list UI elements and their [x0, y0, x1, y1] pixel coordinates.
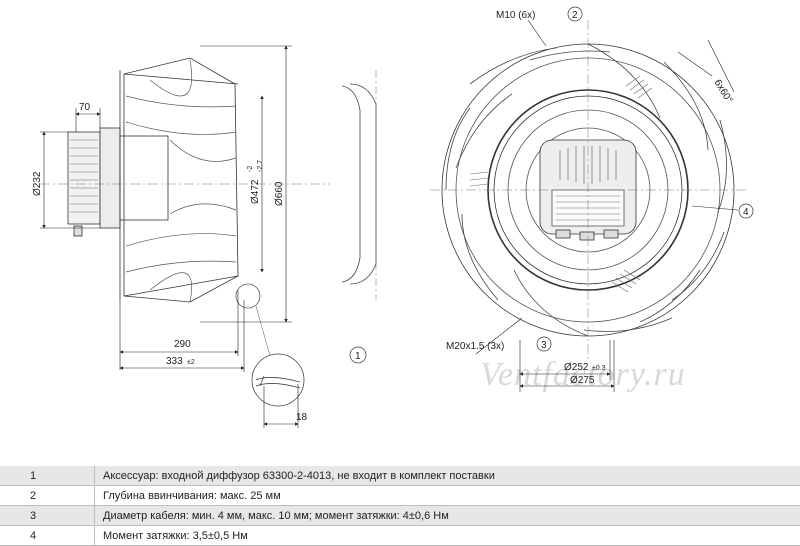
legend-text: Диаметр кабеля: мин. 4 мм, макс. 10 мм; …	[95, 506, 800, 526]
front-view	[430, 20, 748, 360]
svg-text:3: 3	[541, 340, 547, 351]
legend-row: 3 Диаметр кабеля: мин. 4 мм, макс. 10 мм…	[0, 506, 800, 526]
side-view	[40, 58, 376, 406]
legend-row: 1 Аксессуар: входной диффузор 63300-2-40…	[0, 466, 800, 486]
svg-text:4: 4	[743, 207, 749, 218]
callout-4: 4	[739, 204, 753, 218]
dim-18-label: 18	[296, 412, 308, 423]
dim-232-label: Ø232	[32, 171, 43, 196]
legend-num: 1	[0, 466, 95, 486]
dim-660-label: Ø660	[274, 181, 285, 206]
dim-275-label: Ø275	[570, 375, 595, 386]
dim-m10-label: M10 (6x)	[496, 10, 535, 21]
dim-472-label: Ø472	[250, 179, 261, 204]
callout-3: 3	[537, 337, 551, 351]
callout-2: 2	[568, 7, 582, 21]
dim-m20-label: M20x1.5 (3x)	[446, 341, 504, 352]
dim-472-tol-upper: -2	[247, 166, 254, 172]
dim-70-label: 70	[79, 102, 91, 113]
dim-252-tol: ±0.3	[592, 365, 606, 372]
legend-num: 3	[0, 506, 95, 526]
legend-row: 4 Момент затяжки: 3,5±0,5 Нм	[0, 526, 800, 546]
dim-290-label: 290	[174, 339, 191, 350]
legend-row: 2 Глубина ввинчивания: макс. 25 мм	[0, 486, 800, 506]
legend-num: 4	[0, 526, 95, 546]
svg-text:1: 1	[355, 351, 361, 362]
dim-472-tol-lower: -2.7	[257, 160, 264, 172]
dim-252-label: Ø252	[564, 362, 589, 373]
legend-num: 2	[0, 486, 95, 506]
dim-333-tol: ±2	[187, 359, 195, 366]
legend-text: Момент затяжки: 3,5±0,5 Нм	[95, 526, 800, 546]
legend-table: 1 Аксессуар: входной диффузор 63300-2-40…	[0, 466, 800, 546]
dim-angle-label: 6x60°	[711, 78, 734, 106]
technical-drawing: Ventfactory.ru	[0, 0, 800, 460]
legend-text: Аксессуар: входной диффузор 63300-2-4013…	[95, 466, 800, 486]
legend-text: Глубина ввинчивания: макс. 25 мм	[95, 486, 800, 506]
svg-text:2: 2	[572, 10, 578, 21]
dim-333-label: 333	[166, 356, 183, 367]
callout-1: 1	[350, 347, 366, 363]
